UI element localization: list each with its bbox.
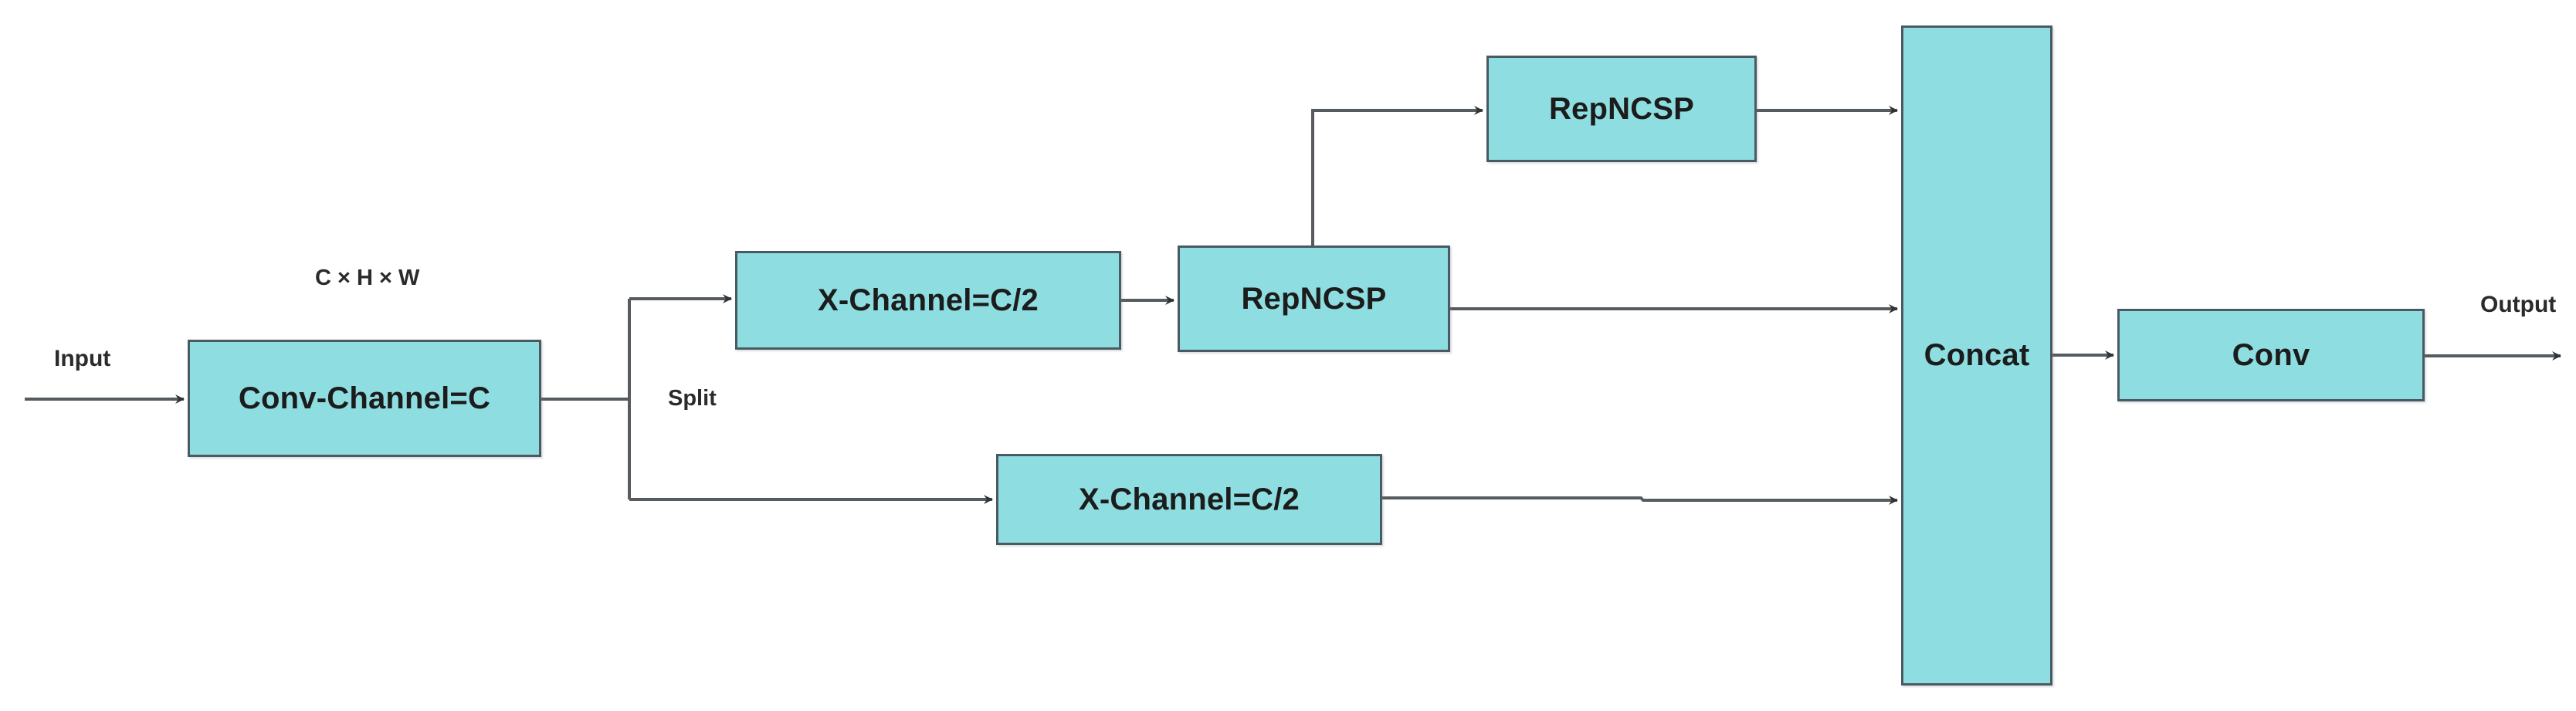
node-label: X-Channel=C/2 [818,283,1039,317]
node-repncsp-top[interactable]: RepNCSP [1486,56,1757,162]
split-label: Split [668,386,717,411]
edge-xchannelbot-to-concat [1382,496,1898,505]
node-label: Conv [2232,337,2310,372]
node-label: RepNCSP [1241,281,1387,316]
node-label: RepNCSP [1548,91,1695,126]
node-conv-channel-c[interactable]: Conv-Channel=C [188,340,541,457]
node-label: Conv-Channel=C [238,381,491,415]
tensor-shape-label: C × H × W [315,266,420,290]
node-label: X-Channel=C/2 [1079,482,1300,516]
node-x-channel-bottom[interactable]: X-Channel=C/2 [996,454,1382,545]
node-repncsp-middle[interactable]: RepNCSP [1178,245,1450,352]
node-x-channel-top[interactable]: X-Channel=C/2 [735,251,1121,350]
node-conv-output[interactable]: Conv [2117,309,2425,401]
edge-repncsp-branch-up [1311,106,1483,245]
output-label: Output [2480,292,2557,317]
node-label: Concat [1924,338,2030,372]
input-label: Input [54,346,111,371]
node-concat[interactable]: Concat [1901,25,2052,686]
